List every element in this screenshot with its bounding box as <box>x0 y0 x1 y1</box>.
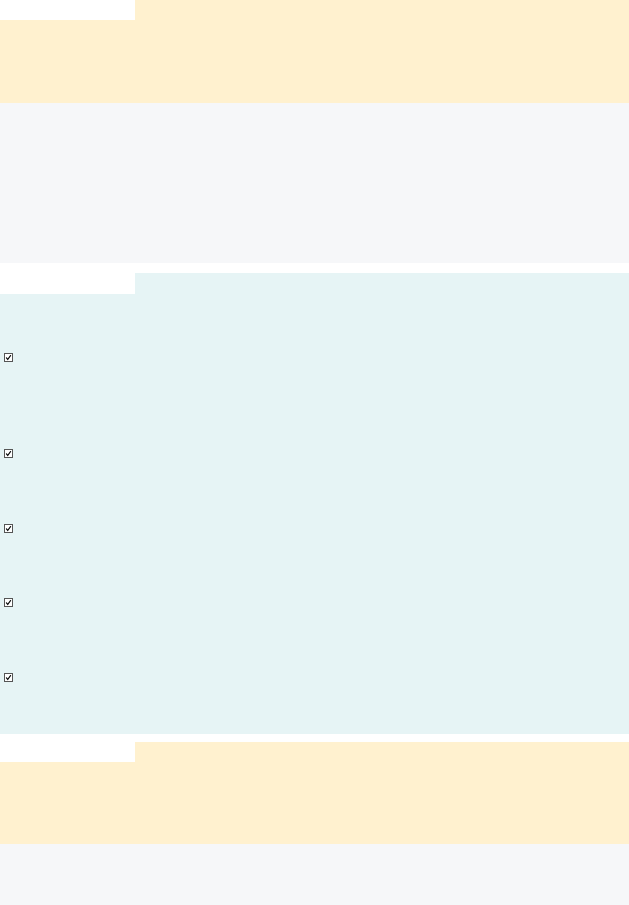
checklist-section-tab <box>0 273 135 294</box>
checklist-band <box>0 273 629 734</box>
top-section-tab <box>0 0 135 20</box>
checkmark-icon <box>5 450 12 457</box>
grey-band <box>0 103 629 263</box>
checkbox-1[interactable] <box>4 353 13 362</box>
bottom-section-tab <box>0 742 135 762</box>
white-spacer <box>0 263 629 273</box>
checkmark-icon <box>5 525 12 532</box>
bottom-grey-band <box>0 844 629 905</box>
checkbox-4[interactable] <box>4 598 13 607</box>
checkmark-icon <box>5 354 12 361</box>
checkmark-icon <box>5 674 12 681</box>
checkbox-5[interactable] <box>4 673 13 682</box>
checkbox-2[interactable] <box>4 449 13 458</box>
checkbox-3[interactable] <box>4 524 13 533</box>
white-spacer-2 <box>0 734 629 742</box>
checkmark-icon <box>5 599 12 606</box>
